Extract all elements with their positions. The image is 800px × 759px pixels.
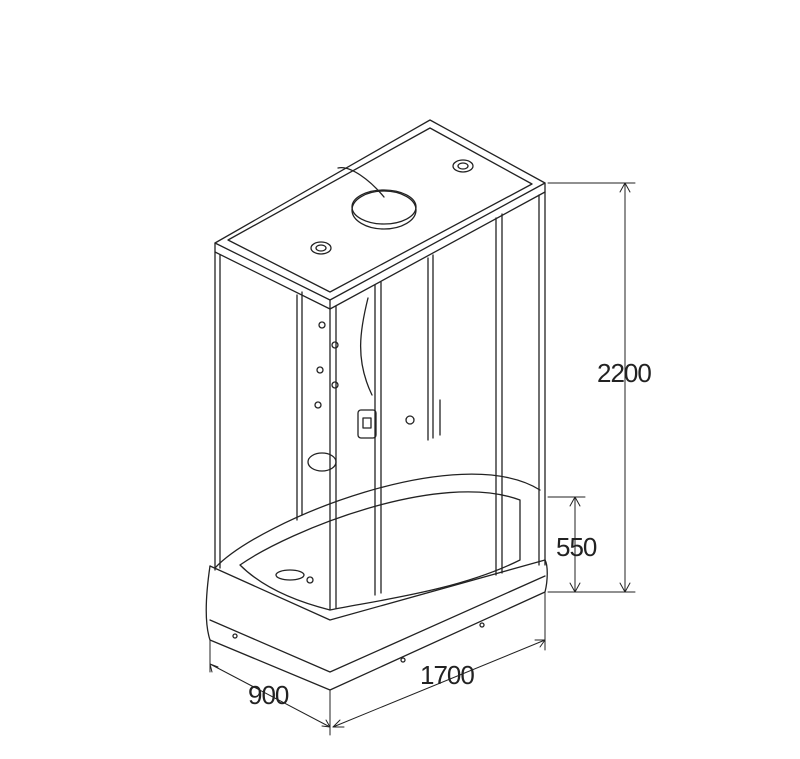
dimension-height-total: 2200 [597, 358, 652, 388]
cabin-frame [214, 191, 546, 611]
dimension-lines [209, 182, 636, 736]
bathtub [205, 473, 548, 691]
shower-column [307, 297, 441, 472]
ceiling-lights [310, 159, 474, 255]
dimension-width: 900 [248, 680, 289, 710]
dimension-length: 1700 [420, 660, 475, 690]
rain-shower-head [337, 167, 417, 230]
dimension-tub-height: 550 [556, 532, 597, 562]
